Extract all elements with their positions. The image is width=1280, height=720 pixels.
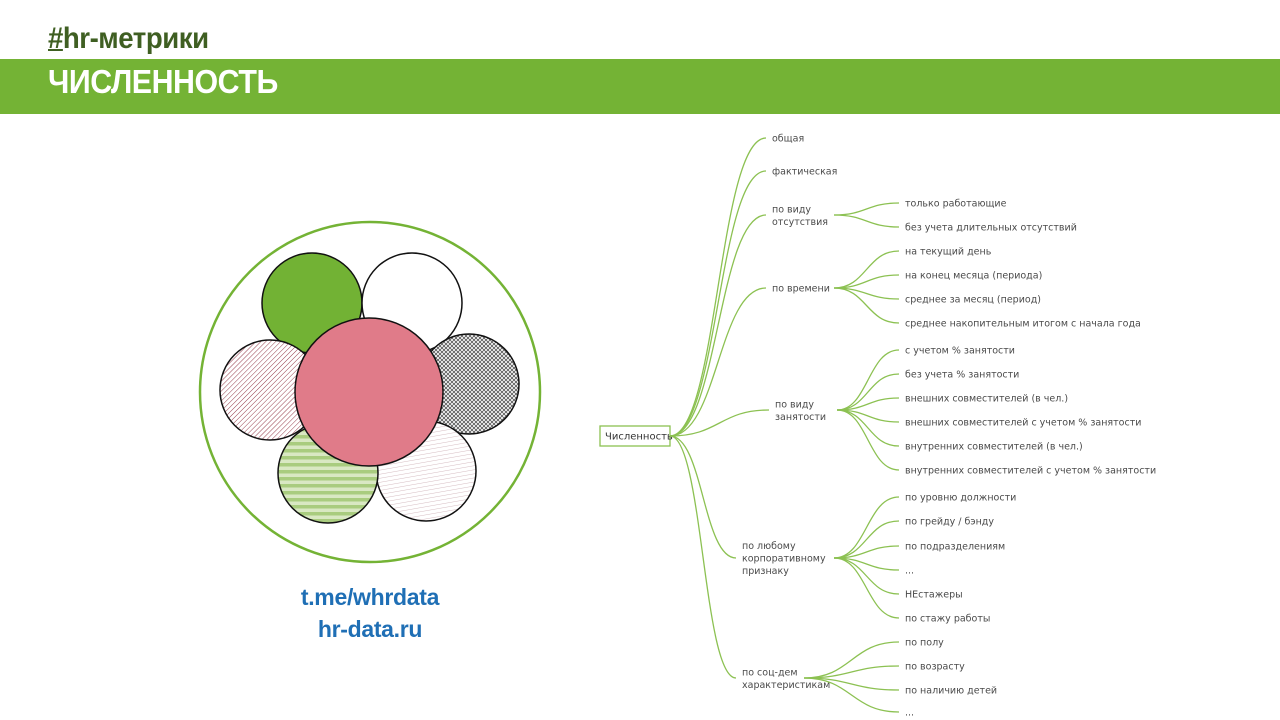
page-title: ЧИСЛЕННОСТЬ xyxy=(48,63,278,100)
branch-connector xyxy=(669,170,767,437)
leaf-connector xyxy=(833,557,900,619)
leaf-label: по стажу работы xyxy=(905,614,990,625)
leaf-connector xyxy=(833,287,900,324)
leaf-connector xyxy=(803,677,900,713)
leaf-label: ... xyxy=(905,708,914,719)
branch-label-line: отсутствия xyxy=(772,217,828,228)
leaf-label: внутренних совместителей (в чел.) xyxy=(905,442,1083,453)
branch-label: общая xyxy=(772,134,804,145)
leaf-label: среднее за месяц (период) xyxy=(905,295,1041,306)
leaf-label: с учетом % занятости xyxy=(905,346,1015,357)
branch-connector xyxy=(669,214,767,437)
leaf-connector xyxy=(803,677,900,691)
leaf-label: по уровню должности xyxy=(905,493,1016,504)
leaf-connector xyxy=(803,665,900,679)
branch-label-line: по времени xyxy=(772,284,830,295)
logo-center-circle xyxy=(294,317,444,467)
branch-label-line: характеристикам xyxy=(742,680,830,691)
leaf-label: по возрасту xyxy=(905,662,965,673)
branch-label-line: занятости xyxy=(775,412,826,423)
branch-connector xyxy=(669,137,767,437)
branch-label-line: фактическая xyxy=(772,167,837,178)
leaf-label: внешних совместителей с учетом % занятос… xyxy=(905,418,1141,429)
hashtag-title: #hr-метрики xyxy=(48,22,209,56)
title-banner: ЧИСЛЕННОСТЬ xyxy=(0,59,1280,114)
leaf-label: внешних совместителей (в чел.) xyxy=(905,394,1068,405)
leaf-connector xyxy=(833,202,900,216)
leaf-label: по наличию детей xyxy=(905,686,997,697)
branch-label-line: корпоративному xyxy=(742,554,826,565)
branch-label: по времени xyxy=(772,284,830,295)
leaf-connector xyxy=(803,641,900,679)
leaf-connector xyxy=(833,520,900,559)
branch-connector xyxy=(669,287,767,437)
leaf-connector xyxy=(836,373,900,411)
leaf-connector xyxy=(833,250,900,289)
branch-label-line: по соц-дем xyxy=(742,667,798,678)
leaf-connector xyxy=(836,409,900,447)
leaf-label: на конец месяца (периода) xyxy=(905,271,1042,282)
branch-connector xyxy=(669,435,737,559)
branch-label-line: признаку xyxy=(742,566,789,577)
leaf-label: внутренних совместителей с учетом % заня… xyxy=(905,466,1156,477)
branch-label-line: по виду xyxy=(775,399,814,410)
flower-logo xyxy=(198,220,542,564)
branch-label-line: по любому xyxy=(742,541,796,552)
leaf-label: по полу xyxy=(905,638,944,649)
leaf-label: без учета % занятости xyxy=(905,370,1019,381)
tree-root-label: Численность xyxy=(605,432,673,443)
site-link[interactable]: hr-data.ru xyxy=(317,616,423,642)
branch-connector xyxy=(669,409,770,437)
leaf-connector xyxy=(833,496,900,559)
branch-label-line: по виду xyxy=(772,204,811,215)
leaf-label: среднее накопительным итогом с начала го… xyxy=(905,319,1141,330)
leaf-connector xyxy=(836,409,900,471)
leaf-label: по грейду / бэнду xyxy=(905,517,994,528)
leaf-label: на текущий день xyxy=(905,247,992,258)
branch-label: по виду отсутствия xyxy=(772,204,828,228)
branch-label: фактическая xyxy=(772,167,837,178)
hash-symbol: # xyxy=(48,22,63,55)
branch-label: по виду занятости xyxy=(775,399,826,423)
branch-connector xyxy=(669,435,737,679)
leaf-label: ... xyxy=(905,566,914,577)
branch-label-line: общая xyxy=(772,134,804,145)
leaf-label: НЕстажеры xyxy=(905,590,963,601)
leaf-label: без учета длительных отсутствий xyxy=(905,223,1077,234)
branch-label: по соц-дем характеристикам xyxy=(742,667,830,691)
telegram-link[interactable]: t.me/whrdata xyxy=(300,584,440,610)
leaf-connector xyxy=(833,214,900,228)
leaf-label: по подразделениям xyxy=(905,542,1005,553)
leaf-connector xyxy=(836,349,900,411)
hashtag-text: hr-метрики xyxy=(62,22,209,55)
leaf-label: только работающие xyxy=(905,199,1007,210)
